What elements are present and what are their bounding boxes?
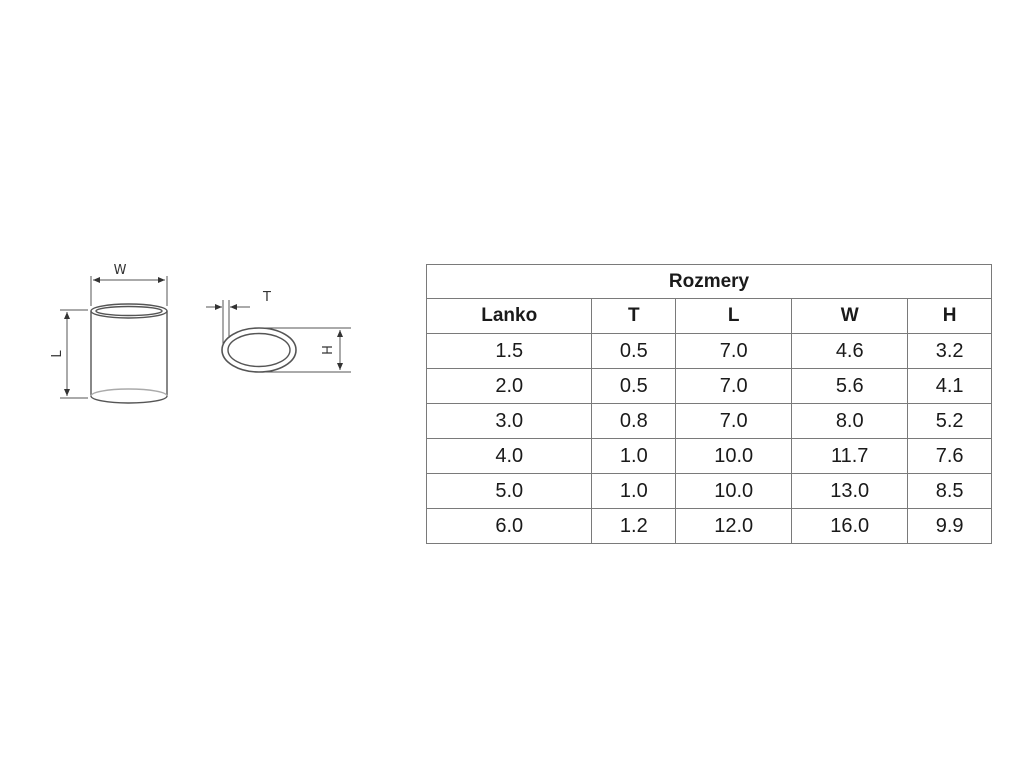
cell-w: 16.0	[791, 508, 909, 544]
table-row: 4.0 1.0 10.0 11.7 7.6	[425, 438, 992, 474]
cylinder-side-view	[90, 303, 168, 404]
cell-l: 7.0	[675, 403, 793, 439]
dimensions-table: Rozmery Lanko T L W H 1.5 0.5 7.0 4.6 3.…	[425, 264, 992, 544]
table-row: 3.0 0.8 7.0 8.0 5.2	[425, 403, 992, 439]
table-row: 2.0 0.5 7.0 5.6 4.1	[425, 368, 992, 404]
cell-l: 12.0	[675, 508, 793, 544]
cell-h: 9.9	[907, 508, 992, 544]
cell-t: 0.5	[591, 333, 677, 369]
header-lanko: Lanko	[425, 298, 593, 334]
header-t: T	[591, 298, 677, 334]
header-h: H	[907, 298, 992, 334]
ring-end-view	[221, 327, 297, 373]
label-l: L	[50, 350, 65, 358]
label-h: H	[318, 345, 333, 355]
cell-l: 10.0	[675, 473, 793, 509]
dimension-t	[206, 300, 250, 345]
cell-w: 11.7	[791, 438, 909, 474]
dimension-l	[60, 309, 88, 399]
dimension-h	[265, 327, 351, 373]
table-row: 5.0 1.0 10.0 13.0 8.5	[425, 473, 992, 509]
cell-lanko: 3.0	[425, 403, 593, 439]
cell-t: 0.8	[591, 403, 677, 439]
cell-t: 1.2	[591, 508, 677, 544]
header-l: L	[675, 298, 793, 334]
table-title: Rozmery	[426, 264, 992, 299]
cell-w: 13.0	[791, 473, 909, 509]
label-w: W	[114, 263, 127, 278]
cell-t: 0.5	[591, 368, 677, 404]
cell-w: 4.6	[791, 333, 909, 369]
table-row: 1.5 0.5 7.0 4.6 3.2	[425, 333, 992, 369]
cell-h: 5.2	[907, 403, 992, 439]
cell-lanko: 2.0	[425, 368, 593, 404]
table-row: 6.0 1.2 12.0 16.0 9.9	[425, 508, 992, 544]
cell-lanko: 6.0	[425, 508, 593, 544]
cell-l: 7.0	[675, 333, 793, 369]
dimension-w	[90, 276, 168, 306]
cell-h: 8.5	[907, 473, 992, 509]
header-row: Lanko T L W H	[425, 298, 992, 334]
cell-h: 4.1	[907, 368, 992, 404]
cell-l: 7.0	[675, 368, 793, 404]
cell-w: 8.0	[791, 403, 909, 439]
header-w: W	[791, 298, 909, 334]
cell-h: 7.6	[907, 438, 992, 474]
label-t: T	[262, 290, 271, 305]
cell-t: 1.0	[591, 473, 677, 509]
cell-lanko: 1.5	[425, 333, 593, 369]
cell-w: 5.6	[791, 368, 909, 404]
cell-lanko: 5.0	[425, 473, 593, 509]
ferrule-drawing: W L T H	[50, 263, 351, 404]
cell-h: 3.2	[907, 333, 992, 369]
cell-lanko: 4.0	[425, 438, 593, 474]
cell-l: 10.0	[675, 438, 793, 474]
cell-t: 1.0	[591, 438, 677, 474]
